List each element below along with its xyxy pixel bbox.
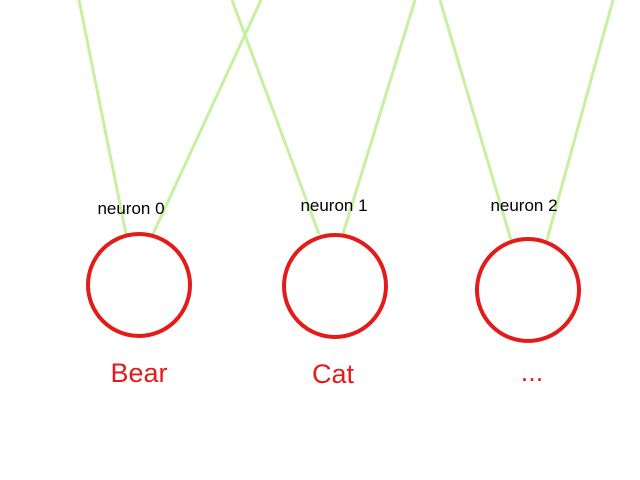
neuron-circle — [475, 237, 581, 343]
neuron-label: neuron 0 — [97, 199, 164, 218]
connection-line — [341, 0, 417, 235]
class-label: Bear — [110, 358, 167, 388]
class-label: ... — [521, 357, 544, 387]
connection-line — [545, 0, 615, 241]
neuron-circle — [282, 233, 388, 339]
neuron-0: neuron 0 Bear — [86, 199, 192, 388]
connection-line — [438, 0, 513, 241]
neuron-2: neuron 2 ... — [475, 196, 581, 387]
neuron-circle — [86, 232, 192, 338]
connection-line — [230, 0, 321, 235]
neuron-label: neuron 2 — [490, 196, 557, 215]
neuron-1: neuron 1 Cat — [282, 196, 388, 389]
connections — [77, 0, 615, 241]
connection-line — [151, 0, 263, 235]
neuron-label: neuron 1 — [300, 196, 367, 215]
connection-line — [77, 0, 128, 235]
class-label: Cat — [312, 359, 355, 389]
